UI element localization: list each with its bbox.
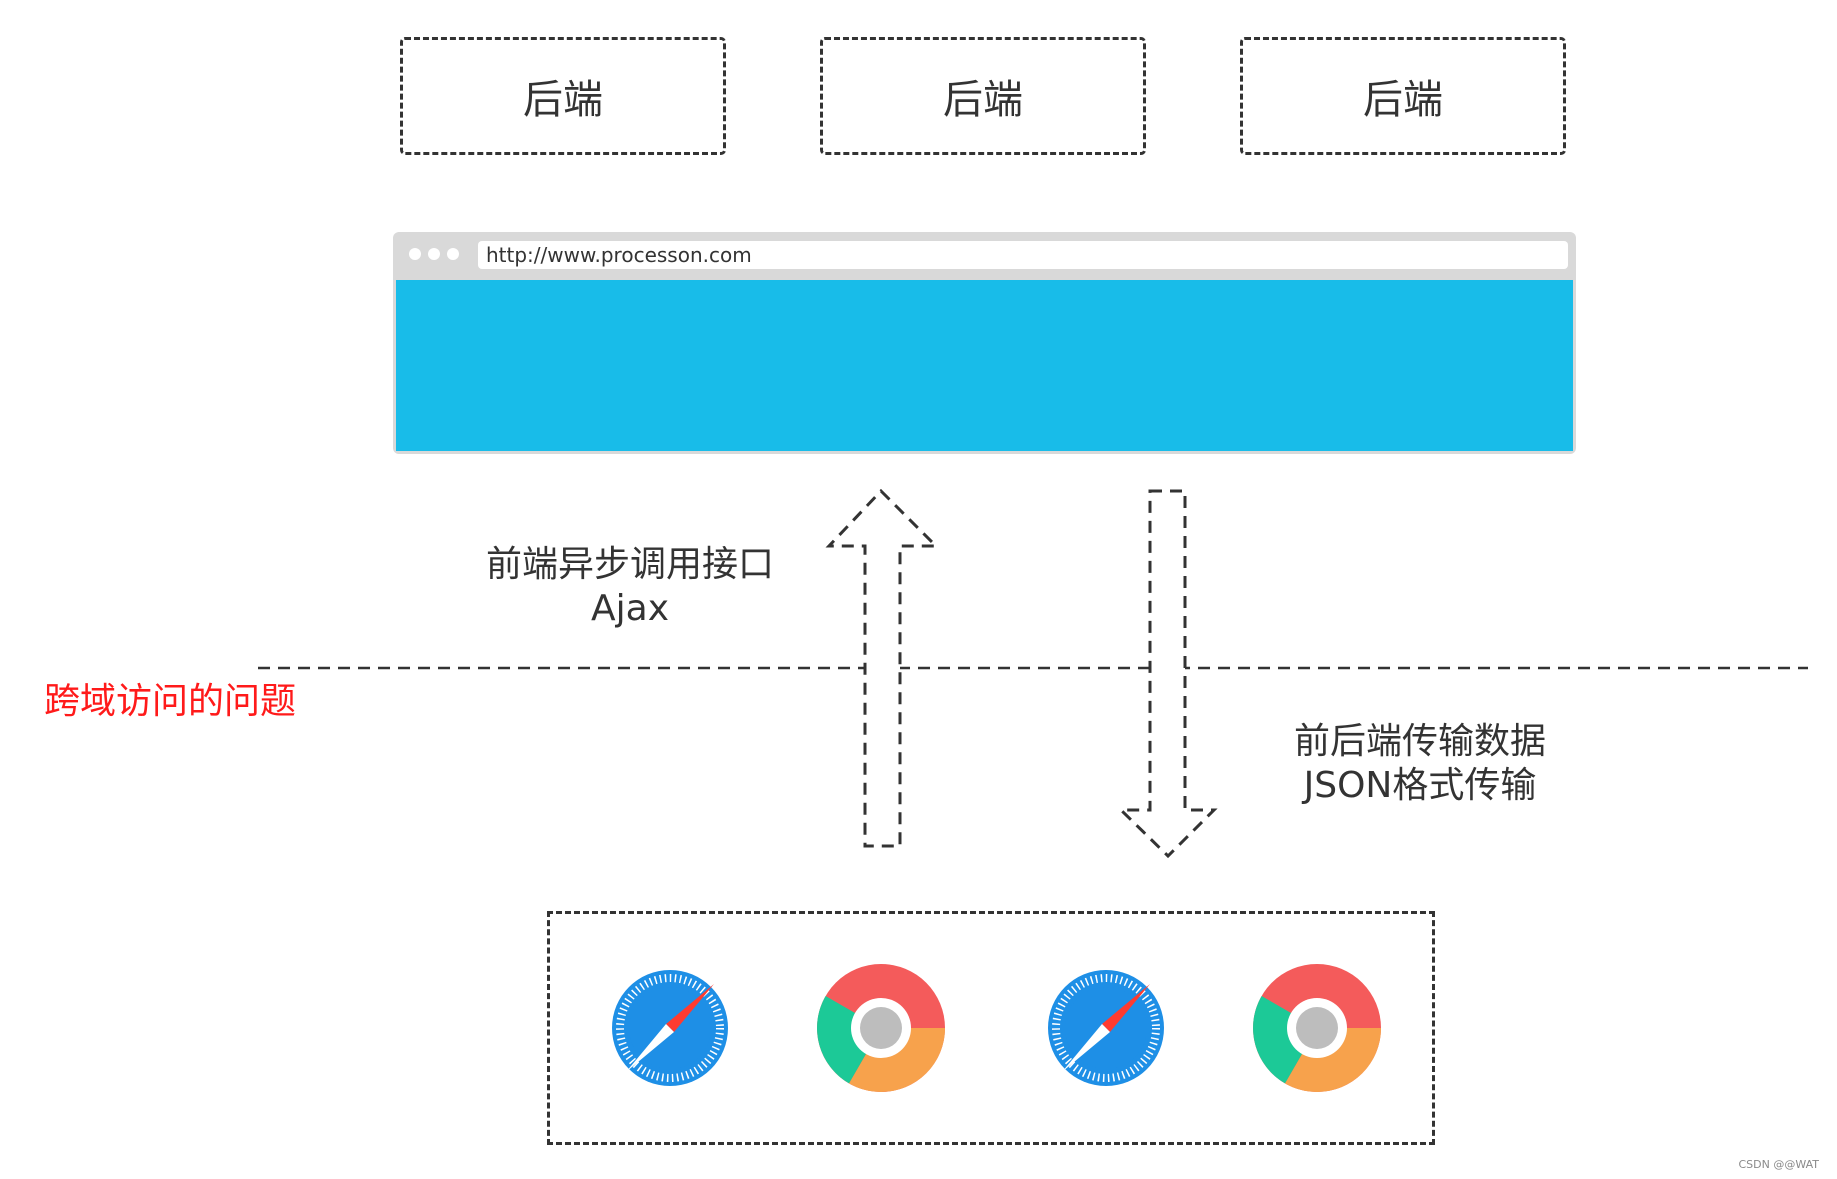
ajax-label-line1: 前端异步调用接口	[485, 544, 774, 585]
down-arrow-icon	[1117, 489, 1218, 859]
backend-label: 后端	[1363, 77, 1443, 123]
backend-box-1: 后端	[400, 37, 726, 155]
ajax-label: 前端异步调用接口 Ajax	[470, 543, 790, 631]
address-bar: http://www.processon.com	[478, 241, 1568, 269]
json-label-line1: 前后端传输数据	[1293, 721, 1546, 762]
window-dot-icon	[447, 248, 459, 260]
browser-window: http://www.processon.com	[393, 232, 1576, 454]
window-dot-icon	[428, 248, 440, 260]
chrome-icon	[1253, 964, 1381, 1092]
cross-domain-label: 跨域访问的问题	[44, 681, 297, 722]
clients-box	[547, 911, 1435, 1145]
json-label: 前后端传输数据 JSON格式传输	[1260, 720, 1580, 808]
backend-label: 后端	[523, 77, 603, 123]
ajax-label-line2: Ajax	[591, 588, 669, 629]
window-dots	[409, 248, 459, 260]
chrome-icon	[817, 964, 945, 1092]
safari-icon	[1048, 970, 1164, 1086]
window-dot-icon	[409, 248, 421, 260]
backend-box-2: 后端	[820, 37, 1146, 155]
watermark: CSDN @@WAT	[1738, 1158, 1819, 1171]
up-arrow-icon	[825, 488, 940, 848]
backend-label: 后端	[943, 77, 1023, 123]
json-label-line2: JSON格式传输	[1303, 765, 1537, 806]
browser-content	[396, 280, 1573, 451]
backend-box-3: 后端	[1240, 37, 1566, 155]
safari-icon	[612, 970, 728, 1086]
